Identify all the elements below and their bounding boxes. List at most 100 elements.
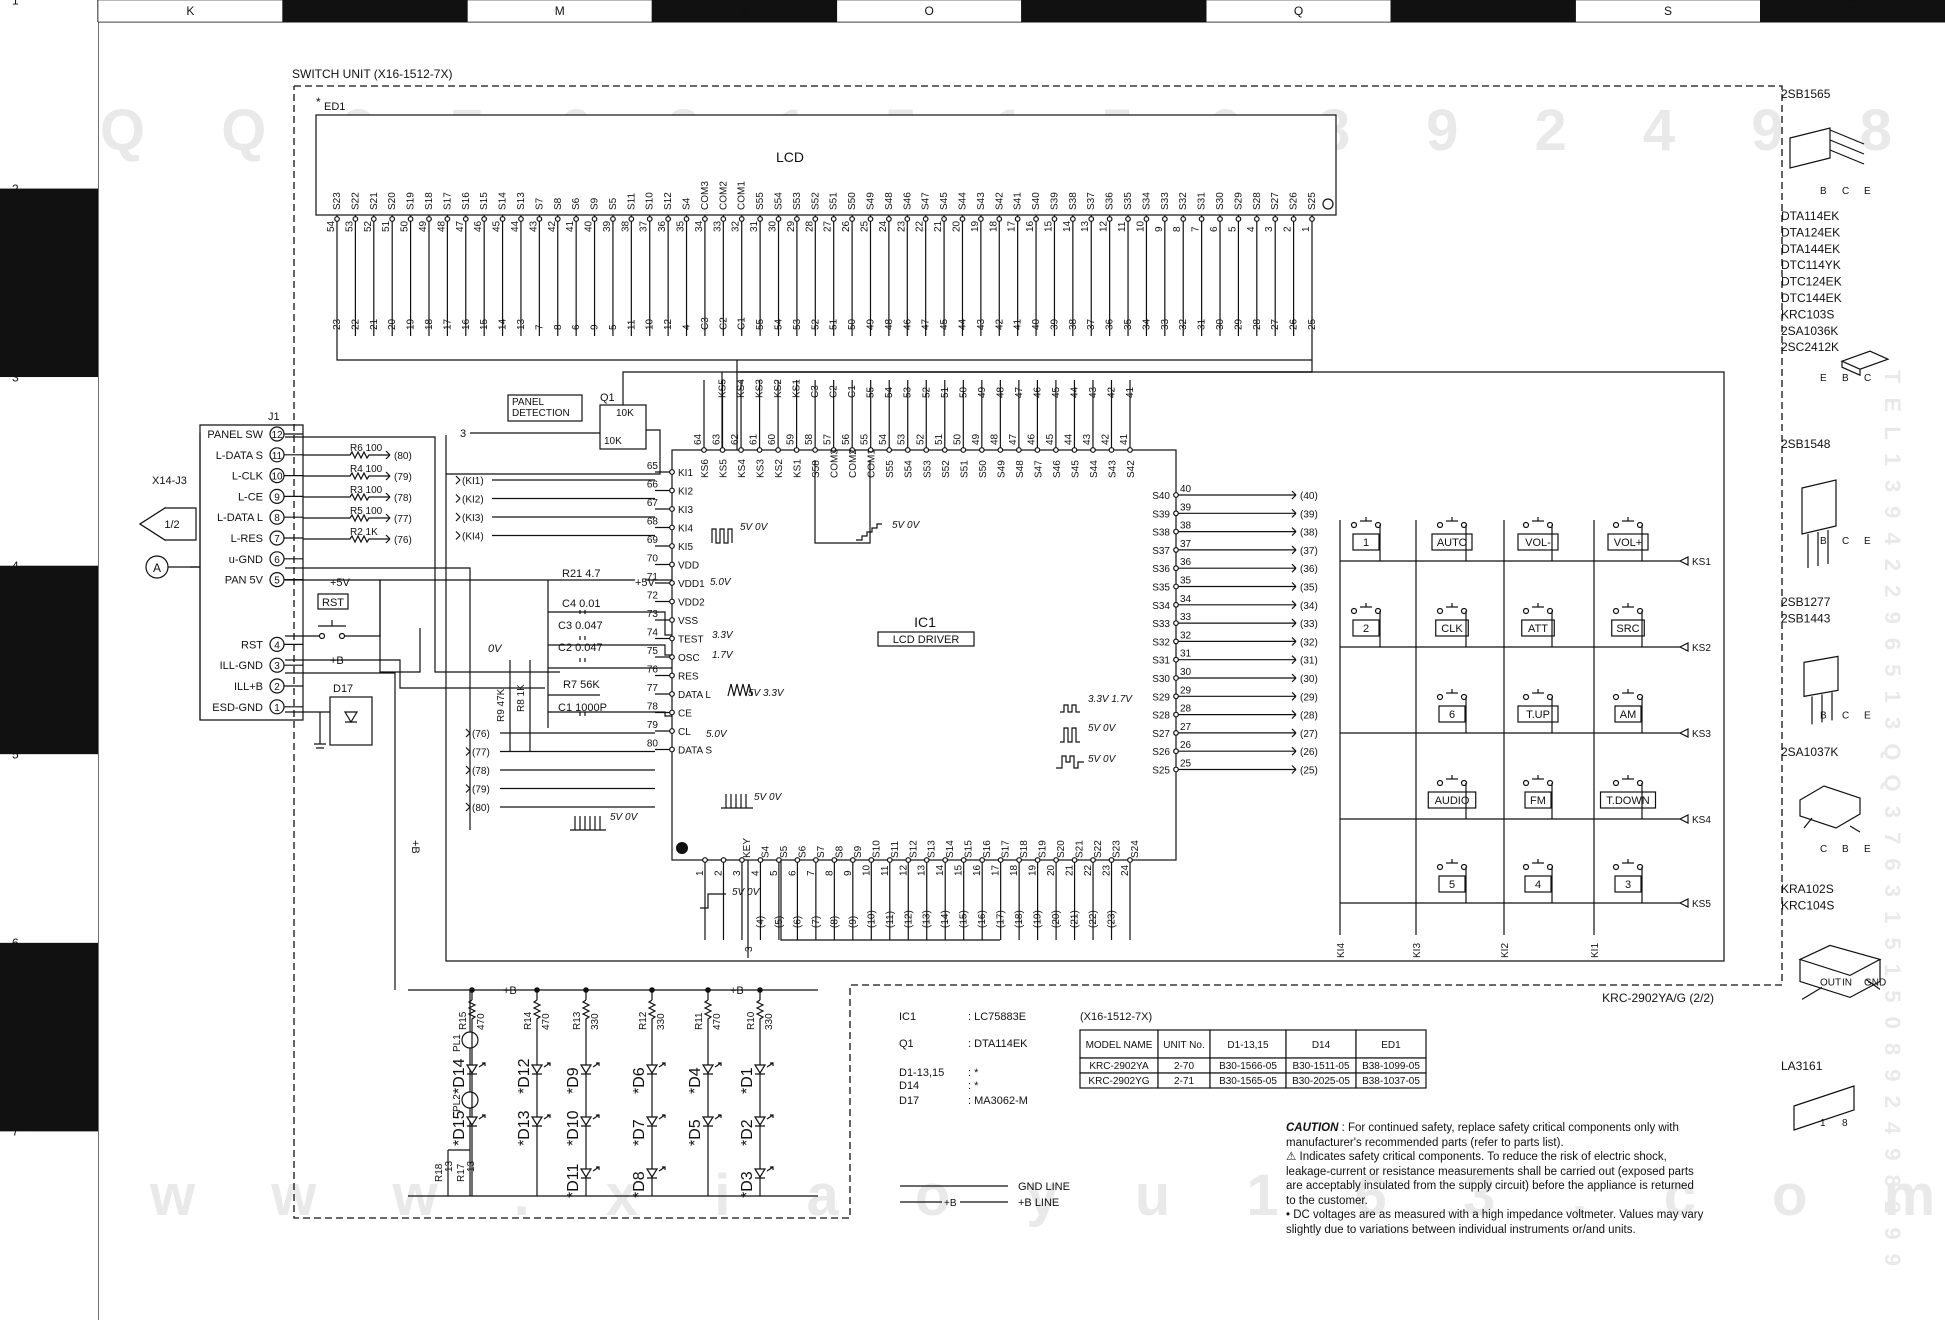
ic-left-pin-label: RES <box>678 672 699 683</box>
j1-resistor <box>303 492 390 502</box>
lcd-pin-dot <box>720 216 727 222</box>
ic-bottom-pin-number: 15 <box>954 864 965 876</box>
panel-detection-box <box>507 394 583 422</box>
key-button-label: 3 <box>1625 879 1631 891</box>
ic-bottom-pin-dot <box>1127 857 1133 863</box>
ic-top-pin-label: S45 <box>1070 460 1081 478</box>
lcd-pin-number: 29 <box>786 220 797 232</box>
model-table-value: B30-2025-05 <box>1292 1076 1350 1087</box>
ic-bottom-pin-number: 19 <box>1028 864 1039 876</box>
lcd-segment-label: S15 <box>479 192 490 210</box>
lcd-bus-number: 44 <box>957 318 968 330</box>
j1-resistor-net: (77) <box>394 514 412 525</box>
row-label: 2 <box>12 182 19 196</box>
ic-bottom-pin-label: S18 <box>1019 840 1030 858</box>
lamp-ref: PL1 <box>452 1034 463 1052</box>
model-table-title: (X16-1512-7X) <box>1080 1011 1152 1023</box>
key-button-label: FM <box>1530 795 1546 807</box>
lcd-pin-dot <box>1180 216 1187 222</box>
ic-top-bus-label: 48 <box>995 386 1006 398</box>
ic-bottom-pin-dot <box>812 857 819 863</box>
led-symbol <box>753 1168 767 1179</box>
lcd-pin-number: 15 <box>1043 220 1054 232</box>
r9-label: R9 47K <box>496 688 507 722</box>
lcd-segment-label: S12 <box>663 192 674 210</box>
ic-bottom-bus-label: (22) <box>1088 910 1099 928</box>
lcd-pin-number: 53 <box>344 220 355 232</box>
lcd-pin-dot <box>977 216 984 222</box>
ic-top-pin-number: 60 <box>767 433 778 445</box>
ic-bottom-bus-label: (11) <box>885 911 896 928</box>
lamp-resistor-value: 13 <box>444 1160 455 1172</box>
column-label: K <box>186 4 194 18</box>
row-label: 4 <box>12 559 19 573</box>
lcd-pin-dot <box>610 216 616 222</box>
ic-right-net-label: (28) <box>1300 711 1318 722</box>
j1-pin-number: 8 <box>274 513 280 524</box>
lcd-pin-dot <box>665 216 672 222</box>
ic1-body <box>671 449 1177 861</box>
connector-mark-label: A <box>153 561 161 575</box>
lcd-pin-dot <box>904 216 911 222</box>
ic-top-pin-label: KS4 <box>737 459 748 478</box>
lcd-pin-dot <box>481 216 488 222</box>
lcd-bus-number: 53 <box>792 318 803 330</box>
lcd-pin-number: 39 <box>602 220 613 232</box>
lamp-resistor-ref: R18 <box>434 1163 445 1182</box>
ic-top-pin-dot <box>1090 447 1096 453</box>
key-button-label: VOL- <box>1525 537 1551 549</box>
transistor-pin-label: C <box>1842 186 1849 197</box>
led-resistor-value: 330 <box>590 1013 601 1030</box>
ic-right-pin-label: S27 <box>1152 729 1170 740</box>
led-ref: *D7 <box>631 1119 648 1146</box>
j1-resistor <box>303 513 390 523</box>
ic-right-pin-dot <box>1173 766 1179 773</box>
j1-pin-number: 6 <box>274 555 280 566</box>
lcd-segment-label: S35 <box>1123 192 1134 210</box>
lcd-pin-number: 5 <box>1227 226 1238 232</box>
row-cell <box>0 565 98 755</box>
wave-ki-label: 5V 0V <box>740 522 769 533</box>
transistor-pin-label: B <box>1820 536 1827 547</box>
ic-right-net-label: (35) <box>1300 583 1318 594</box>
column-label: T <box>1849 4 1857 18</box>
transistor-name: 2SC2412K <box>1781 340 1839 354</box>
lcd-segment-label: S26 <box>1289 192 1300 210</box>
lcd-pin-number: 43 <box>528 220 539 232</box>
led-ref: *D10 <box>565 1110 582 1146</box>
ic-top-pin-number: 49 <box>971 433 982 445</box>
ic-top-pin-label: COM2 <box>848 449 859 478</box>
ic-left-pin-dot <box>669 524 675 531</box>
ic-right-pin-dot <box>1173 711 1179 718</box>
left-circuit: R6 100(80)R4 100(79)R3 100(78)R5 100(77)… <box>285 436 672 990</box>
led-emission <box>478 1114 486 1120</box>
ic-left-pin-number: 79 <box>647 720 659 731</box>
column-label: P <box>1110 4 1118 18</box>
led-ref: *D4 <box>687 1067 704 1094</box>
lcd-pin-number: 33 <box>712 220 723 232</box>
ki-column-label: KI1 <box>1590 943 1601 958</box>
ic-right-pin-label: S33 <box>1152 619 1170 630</box>
led-resistor-ref: R13 <box>572 1011 583 1030</box>
j1-pin-label: PAN 5V <box>225 575 264 587</box>
net-arrow <box>1291 746 1297 756</box>
row-cell <box>0 188 98 378</box>
ic-bottom-pin-dot <box>905 857 912 863</box>
lcd-pin-dot <box>738 216 745 222</box>
key-button-label: T.UP <box>1526 709 1550 721</box>
lcd-display: * ED1 LCD S235423S225322S215221S205120S1… <box>315 95 1337 336</box>
led-ref: *D14 <box>451 1058 468 1094</box>
lcd-pin-dot <box>389 216 396 222</box>
lamp-resistor-ref: R17 <box>456 1163 467 1182</box>
lcd-bus-number: C3 <box>700 317 711 330</box>
ic-top-pin-dot <box>1015 447 1022 453</box>
j1-pin-label: L-RES <box>231 533 263 545</box>
caution-text-2: ⚠ Indicates safety critical components. … <box>1286 1151 1694 1207</box>
lcd-segment-label: S4 <box>682 197 693 210</box>
j1-resistor-net: (78) <box>394 493 412 504</box>
data-net-label: (80) <box>472 803 490 814</box>
lcd-segment-label: S8 <box>553 197 564 210</box>
key-contact <box>1522 779 1530 787</box>
